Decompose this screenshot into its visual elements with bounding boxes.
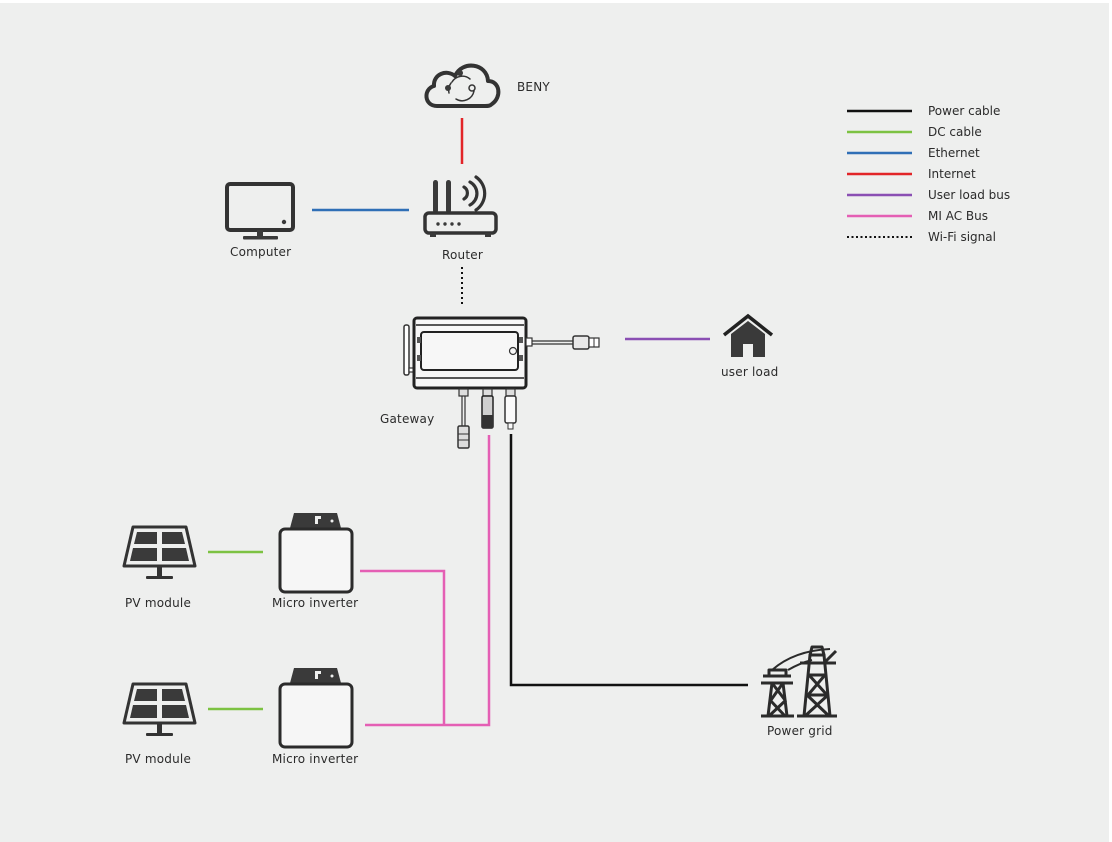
- router-icon: [423, 175, 498, 237]
- legend-item-wifi: Wi-Fi signal: [847, 230, 996, 244]
- legend-item-ethernet: Ethernet: [847, 146, 980, 160]
- gateway-label: Gateway: [380, 412, 434, 426]
- monitor-icon: [225, 182, 295, 240]
- cloud-icon: [424, 63, 501, 108]
- router-label: Router: [442, 248, 483, 262]
- topology-diagram: BENY Computer Router: [122, 63, 1010, 766]
- legend-item-internet: Internet: [847, 167, 976, 181]
- cloud-dot-left: [445, 85, 451, 91]
- power-grid-node: Power grid: [761, 645, 838, 738]
- house-icon: [722, 313, 774, 357]
- micro-inverter-icon: [278, 666, 354, 749]
- cloud-label: BENY: [517, 80, 550, 94]
- solar-panel-icon: [122, 682, 197, 738]
- mi-ac-bus-line-2: [365, 435, 491, 727]
- micro-inverter-node-2: Micro inverter: [272, 666, 358, 766]
- micro-inverter-label-1: Micro inverter: [272, 596, 358, 610]
- legend-item-mi-ac-bus: MI AC Bus: [847, 209, 988, 223]
- solar-panel-icon: [122, 525, 197, 581]
- power-cable-line: [509, 434, 748, 687]
- legend-label: Internet: [928, 167, 976, 181]
- legend-label: MI AC Bus: [928, 209, 988, 223]
- pv-module-label-2: PV module: [125, 752, 191, 766]
- micro-inverter-icon: [278, 511, 354, 594]
- power-grid-label: Power grid: [767, 724, 833, 738]
- legend: Power cable DC cableEthernetInternetUser …: [847, 104, 1010, 244]
- mi-ac-bus-line-1: [360, 569, 446, 725]
- legend-item-user-load-bus: User load bus: [847, 188, 1010, 202]
- user-load-node: user load: [721, 313, 778, 379]
- micro-inverter-label-2: Micro inverter: [272, 752, 358, 766]
- computer-node: Computer: [225, 182, 295, 259]
- legend-item-dc: DC cable: [847, 125, 982, 139]
- pv-module-node-2: PV module: [122, 682, 197, 766]
- cloud-dot-right: [468, 84, 476, 92]
- router-node: Router: [423, 175, 498, 262]
- user-load-label: user load: [721, 365, 778, 379]
- cloud-dot-top: [457, 70, 463, 76]
- legend-label: Ethernet: [928, 146, 980, 160]
- connections: [208, 118, 748, 727]
- gateway-node: Gateway: [380, 316, 600, 449]
- computer-label: Computer: [230, 245, 291, 259]
- gateway-icon: [403, 316, 600, 449]
- legend-label: DC cable: [928, 125, 982, 139]
- cloud-node: BENY: [424, 63, 550, 108]
- pv-module-label-1: PV module: [125, 596, 191, 610]
- legend-label: Power cable: [928, 104, 1000, 118]
- legend-label: Wi-Fi signal: [928, 230, 996, 244]
- micro-inverter-node-1: Micro inverter: [272, 511, 358, 610]
- legend-label: User load bus: [928, 188, 1010, 202]
- legend-item-power: Power cable: [847, 104, 1000, 118]
- power-tower-icon: [761, 645, 838, 718]
- diagram-canvas: BENY Computer Router: [0, 3, 1109, 842]
- pv-module-node-1: PV module: [122, 525, 197, 610]
